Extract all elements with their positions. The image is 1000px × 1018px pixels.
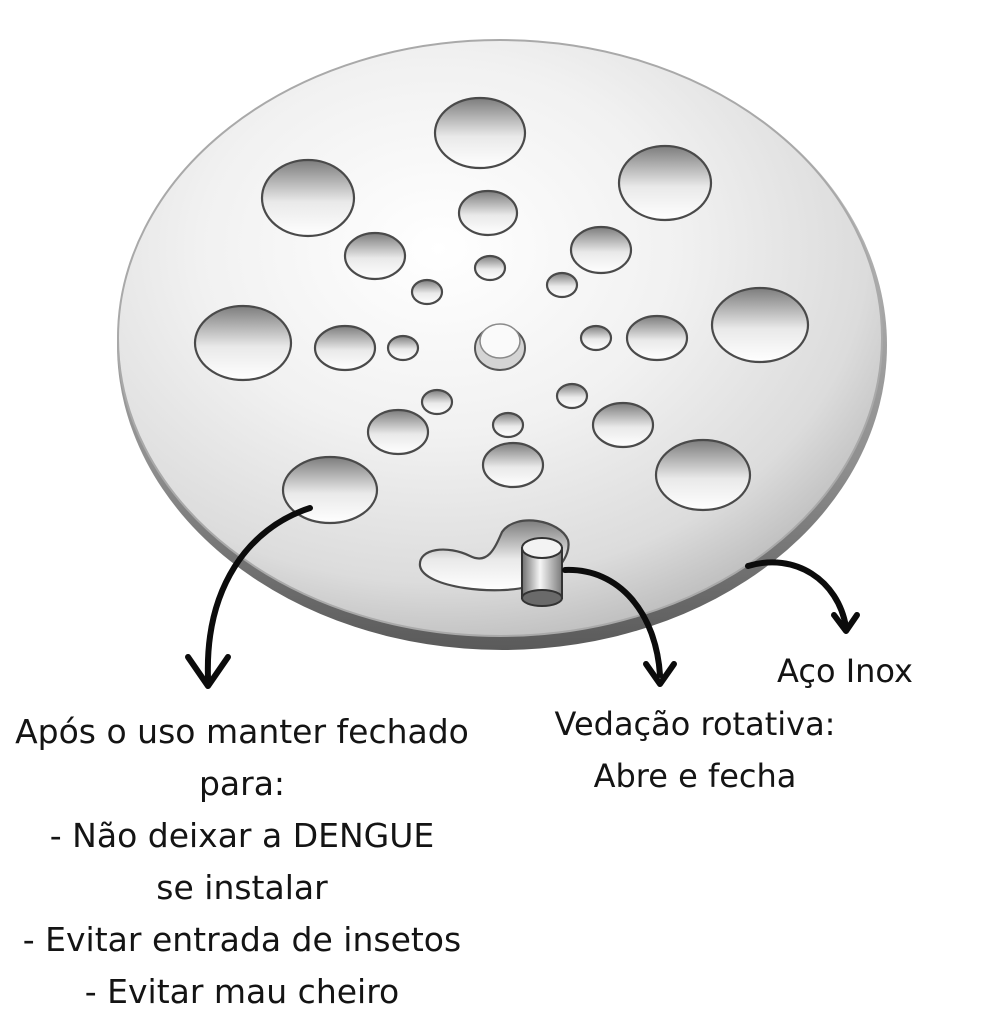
steel-label-line: Aço Inox: [777, 652, 913, 690]
seal-knob: [521, 537, 563, 607]
usage-label-line: para:: [198, 764, 286, 803]
usage-label: Após o uso manter fechado para: - Não de…: [0, 706, 484, 1018]
drain-hole: [313, 324, 377, 372]
drain-hole: [260, 158, 356, 238]
usage-label-line: - Evitar entrada de insetos: [22, 920, 462, 959]
drain-hole: [420, 388, 454, 416]
usage-label-line: Após o uso manter fechado: [15, 712, 469, 751]
drain-hole: [654, 438, 752, 512]
drain-hole: [491, 411, 525, 439]
drain-hole: [481, 441, 545, 489]
arrow-steel: [745, 559, 849, 630]
drain-hole: [433, 96, 527, 170]
steel-label: Aço Inox: [760, 645, 930, 697]
drain-hole: [457, 189, 519, 237]
arrow-seal: [562, 566, 663, 678]
drain-hole: [410, 278, 444, 306]
drain-hole: [366, 408, 430, 456]
seal-label-line: Abre e fecha: [593, 757, 797, 795]
arrow-steel-head: [831, 612, 860, 634]
drain-holes: [193, 96, 810, 592]
drain-hole: [386, 334, 420, 362]
arrow-seal-head: [643, 661, 677, 687]
drain-hole: [555, 382, 589, 410]
arrow-usage: [204, 505, 313, 681]
usage-label-line: - Evitar mau cheiro: [84, 972, 400, 1011]
drain-hole: [473, 254, 507, 282]
drain-hole: [617, 144, 713, 222]
usage-label-line: se instalar: [156, 868, 328, 907]
drain-hole: [579, 324, 613, 352]
drain-hole: [569, 225, 633, 275]
usage-label-line: - Não deixar a DENGUE: [49, 816, 435, 855]
drain-hole: [343, 231, 407, 281]
drain-hole: [625, 314, 689, 362]
arrow-usage-head: [185, 654, 231, 689]
seal-label-line: Vedação rotativa:: [554, 705, 836, 743]
drain-hole: [193, 304, 293, 382]
drain-hole: [710, 286, 810, 364]
drain-hole: [591, 401, 655, 449]
center-knob: [474, 323, 526, 371]
drain-hole: [545, 271, 579, 299]
seal-label: Vedação rotativa: Abre e fecha: [530, 698, 860, 802]
